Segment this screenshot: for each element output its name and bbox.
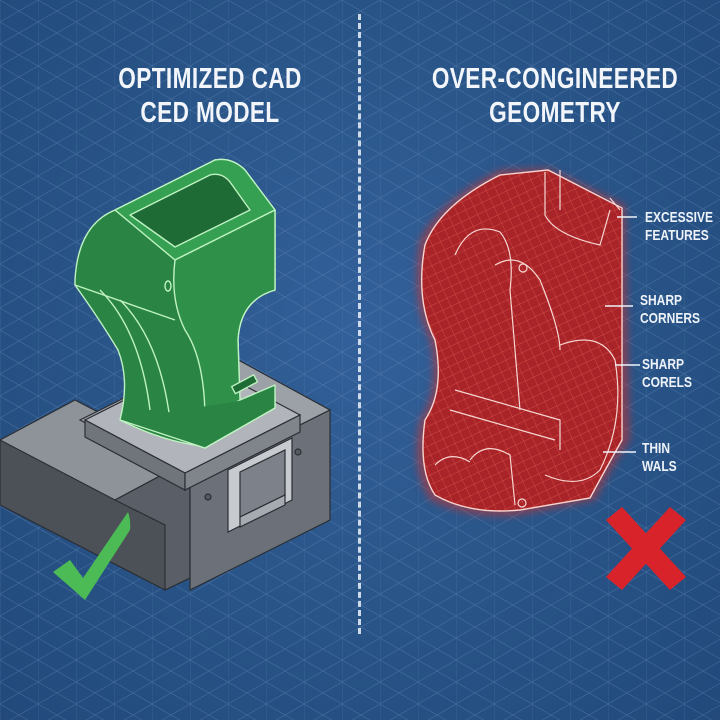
green-part	[74, 158, 276, 449]
x-mark-icon	[606, 507, 686, 590]
left-title: OPTIMIZED CAD CED MODEL	[77, 62, 342, 130]
left-title-line2: CED MODEL	[140, 97, 280, 129]
right-title-line1: OVER-CONGINEERED	[431, 63, 679, 95]
right-title-line2: GEOMETRY	[489, 97, 621, 129]
checkmark-icon	[53, 512, 131, 600]
red-part	[416, 168, 630, 516]
callout-sharp-corners: SHARP CORNERS	[640, 292, 701, 327]
right-title: OVER-CONGINEERED GEOMETRY	[422, 62, 687, 130]
center-divider	[358, 14, 361, 634]
left-title-line1: OPTIMIZED CAD	[118, 63, 302, 95]
callout-sharp-corels: SHARP CORELS	[642, 356, 693, 391]
callout-excessive-features: EXCESSIVE FEATURES	[645, 209, 714, 244]
callout-thin-wals: THIN WALS	[642, 440, 677, 475]
overengineered-part-illustration	[416, 168, 686, 590]
callout-lines	[603, 216, 640, 453]
optimized-part-illustration	[0, 158, 332, 600]
